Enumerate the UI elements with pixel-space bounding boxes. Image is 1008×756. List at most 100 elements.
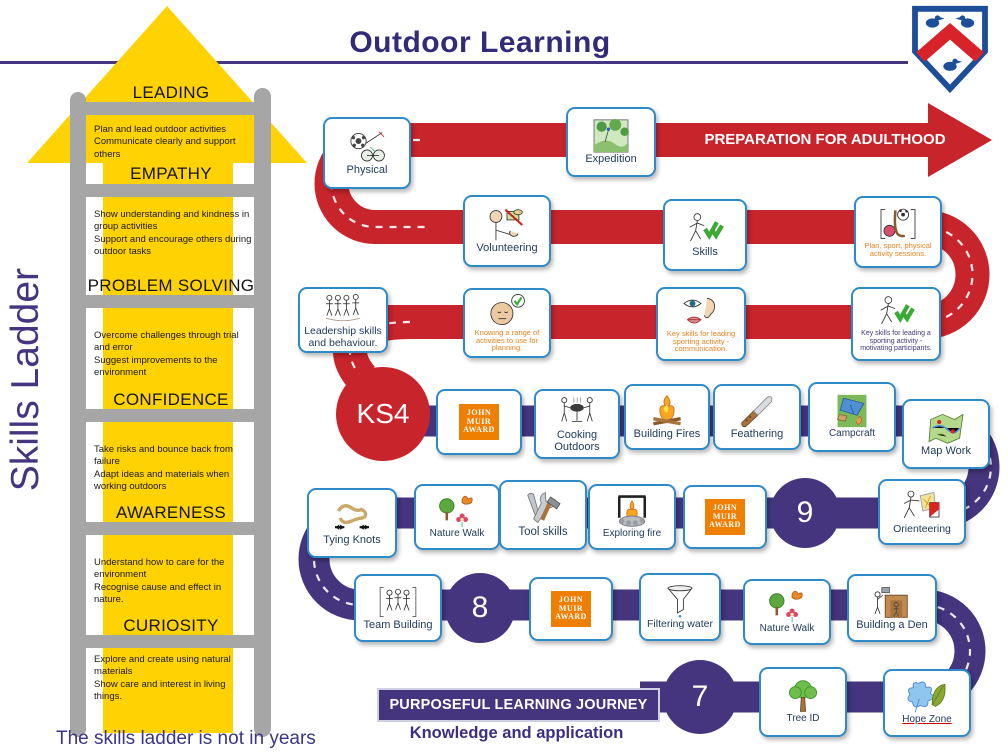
card-knowing: Knowing a range of activities to use for…	[463, 288, 551, 358]
card-plan_sport: Plan, sport, physical activity sessions.	[854, 196, 942, 268]
card-label: Tying Knots	[323, 533, 381, 546]
card-label: Key skills for leading a sporting activi…	[860, 330, 932, 353]
orienteer-icon	[900, 489, 944, 523]
milestone-year-7: 7	[663, 660, 737, 734]
card-skills: Skills	[663, 199, 747, 271]
card-label: Nature Walk	[759, 623, 815, 635]
card-exploringfire: Exploring fire	[588, 484, 676, 550]
rung-desc-empathy: Show understanding and kindness in group…	[94, 209, 252, 258]
card-label: Feathering	[730, 427, 784, 440]
card-communication: Key skills for leading sporting activity…	[656, 287, 746, 361]
ladder-rung	[70, 102, 271, 115]
card-feathering: Feathering	[713, 384, 801, 450]
donate-icon	[485, 208, 529, 242]
card-physical: Physical	[323, 117, 411, 189]
card-filtering: Filtering water	[639, 573, 721, 641]
card-label: Orienteering	[893, 522, 951, 535]
den-icon	[870, 585, 914, 619]
card-label: Knowing a range of activities to use for…	[474, 327, 540, 353]
preparation-for-adulthood-label: PREPARATION FOR ADULTHOOD	[704, 131, 946, 148]
card-naturewalk8: Nature Walk	[743, 579, 831, 645]
milestone-year-9: 9	[770, 478, 840, 548]
team-icon	[376, 585, 420, 619]
card-campcraft: Campcraft	[808, 382, 896, 452]
card-label: Hope Zone	[902, 714, 952, 726]
card-hopezone: Hope Zone	[883, 669, 971, 737]
rung-desc-problem: Overcome challenges through trial and er…	[94, 330, 239, 379]
card-naturewalk9: Nature Walk	[414, 484, 500, 550]
nature-icon	[765, 589, 809, 623]
card-label: Filtering water	[647, 617, 713, 630]
card-teambuilding: Team Building	[354, 574, 442, 642]
ladder-rung	[70, 409, 271, 422]
card-orienteering: Orienteering	[878, 479, 966, 545]
rung-desc-curiosity: Explore and create using natural materia…	[94, 654, 231, 703]
card-label: Expedition	[585, 152, 637, 165]
rung-title-leading: LEADING	[132, 83, 210, 102]
head-check-icon	[485, 293, 529, 328]
card-label: Exploring fire	[602, 528, 662, 540]
runner-checks-icon	[874, 295, 918, 329]
card-toolskills: Tool skills	[499, 480, 587, 550]
card-label: Team Building	[363, 618, 433, 631]
card-label: Volunteering	[476, 241, 538, 254]
senses-icon	[679, 295, 723, 329]
card-mapwork: Map Work	[902, 399, 990, 469]
card-label: Plan, sport, physical activity sessions.	[864, 240, 932, 258]
landscape-icon	[589, 118, 633, 153]
milestone-year-8: 8	[445, 573, 515, 643]
knife-icon	[735, 394, 779, 428]
card-den: Building a Den	[847, 574, 937, 642]
ladder-footnote: The skills ladder is not in years	[56, 728, 316, 749]
rung-title-confidence: CONFIDENCE	[113, 390, 229, 409]
card-label: Key skills for leading sporting activity…	[666, 328, 736, 354]
funnel-icon	[658, 584, 702, 618]
knot-icon	[330, 500, 374, 534]
purposeful-learning-journey-banner: PURPOSEFUL LEARNING JOURNEY	[377, 688, 660, 722]
runner-checks-icon	[683, 212, 727, 246]
card-label: Nature Walk	[429, 528, 485, 540]
card-label: Building a Den	[856, 618, 928, 631]
card-label: Skills	[692, 245, 718, 258]
nature-icon	[435, 494, 479, 528]
tree-icon	[781, 679, 825, 713]
campfire-icon	[645, 394, 689, 428]
card-label: Tool skills	[518, 526, 568, 539]
rung-title-curiosity: CURIOSITY	[123, 616, 219, 635]
header-divider	[0, 61, 908, 64]
knowledge-and-application-label: Knowledge and application	[409, 724, 624, 742]
card-label: Leadership skills and behaviour.	[304, 325, 382, 349]
card-treeid: Tree ID	[759, 667, 847, 737]
firepit-icon	[610, 494, 654, 528]
card-expedition: Expedition	[566, 107, 656, 177]
rung-desc-awareness: Understand how to care for the environme…	[94, 557, 225, 606]
card-leadership: Leadership skills and behaviour.	[298, 287, 388, 353]
card-volunteering: Volunteering	[463, 195, 551, 267]
card-label: Campcraft	[828, 428, 876, 440]
card-label: Building Fires	[633, 427, 701, 440]
sports-icon	[345, 130, 389, 164]
flower-leaf-icon	[905, 680, 949, 714]
card-label: Cooking Outdoors	[554, 428, 600, 453]
card-label: Physical	[346, 163, 388, 176]
ladder-rung	[70, 635, 271, 648]
map-icon	[924, 411, 968, 445]
tools-icon	[521, 491, 565, 525]
group-icon	[321, 291, 365, 325]
ladder-rung	[70, 522, 271, 535]
card-fires: Building Fires	[624, 384, 710, 450]
card-cooking: Cooking Outdoors	[534, 389, 620, 459]
bbq-icon	[555, 395, 599, 429]
page-title: Outdoor Learning	[349, 26, 611, 59]
tent-icon	[830, 394, 874, 428]
rung-title-problem: PROBLEM SOLVING	[87, 276, 255, 295]
rung-title-awareness: AWARENESS	[115, 503, 227, 522]
